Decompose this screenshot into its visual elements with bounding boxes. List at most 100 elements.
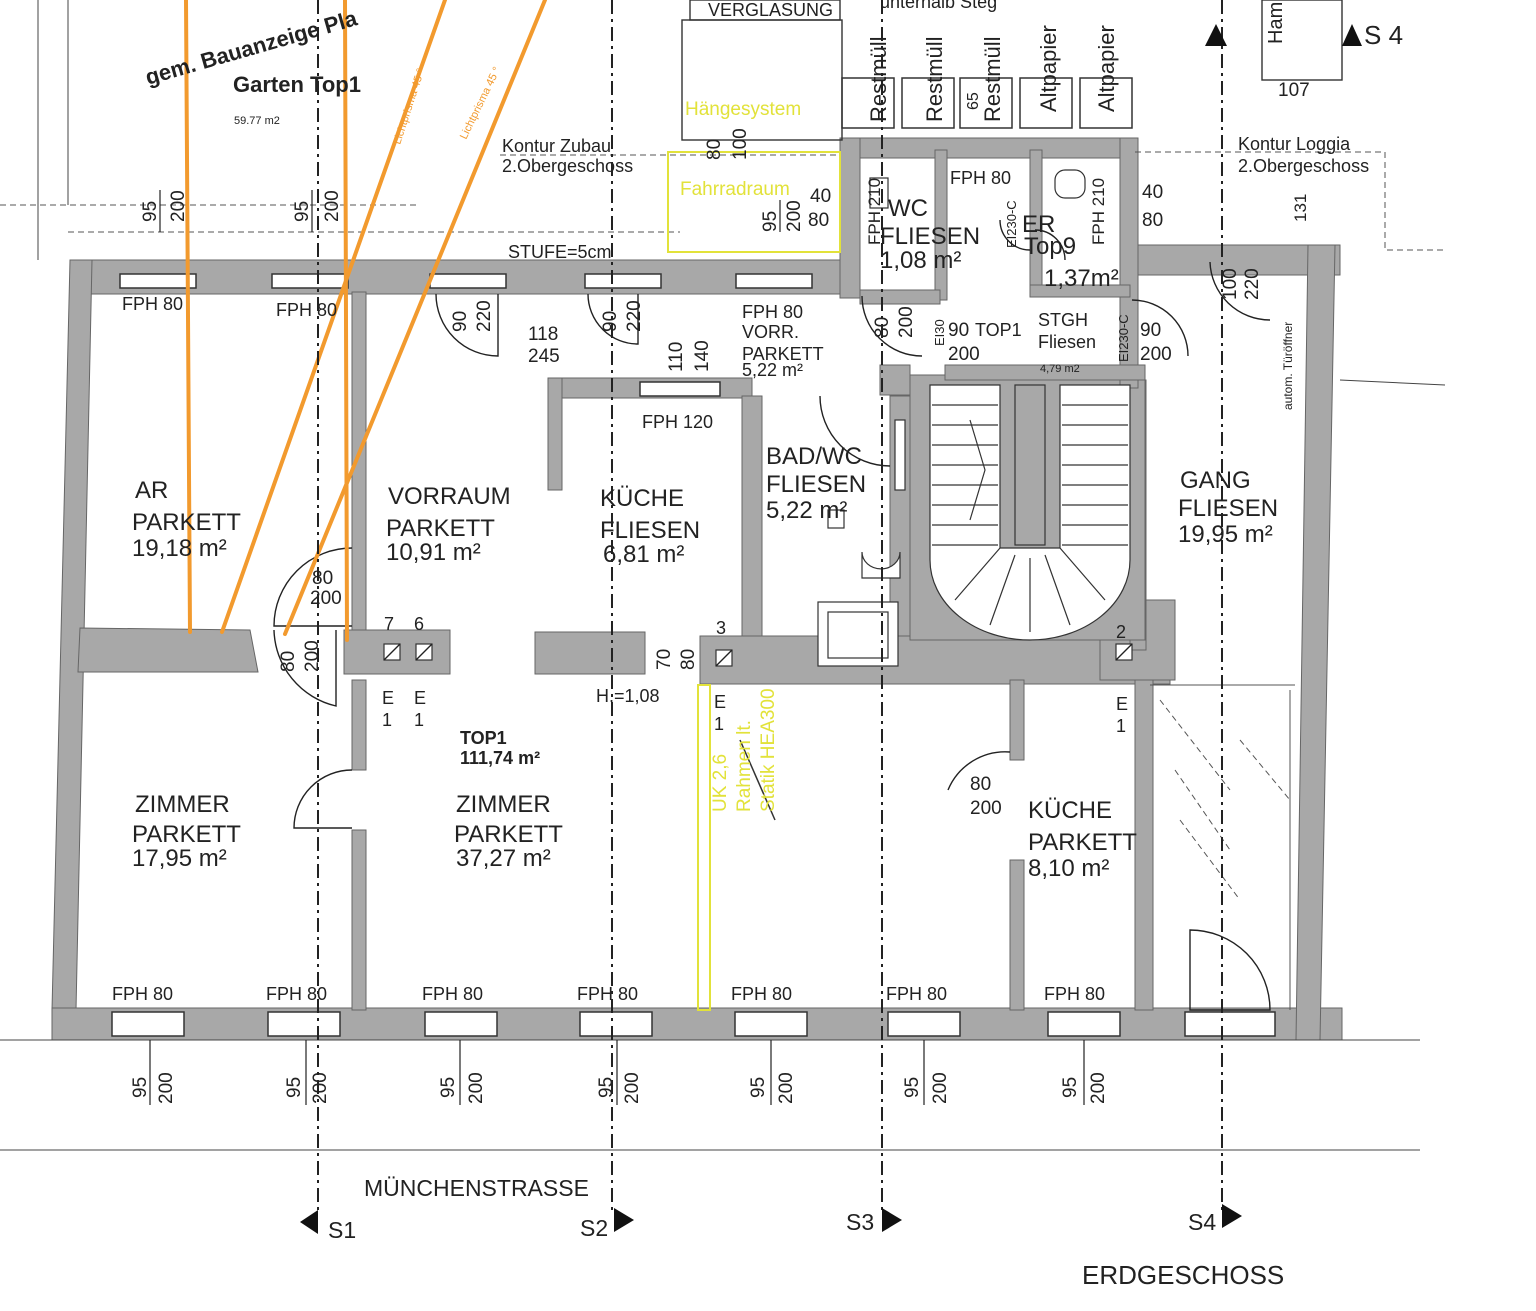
room-vorr: VORR. PARKETT 5,22 m² [742, 322, 824, 380]
dim: 90 [450, 311, 471, 332]
bottom-windows [111, 1011, 1276, 1037]
dim: 80 [704, 139, 725, 160]
room-floor: FLIESEN [880, 223, 980, 250]
room-zimmer-2: ZIMMER PARKETT 37,27 m² [454, 791, 563, 872]
room-floor: PARKETT [132, 509, 241, 536]
contour-lines [0, 151, 1445, 251]
dim: 200 [970, 798, 1002, 819]
dim: 200 [466, 1072, 487, 1104]
room-vorraum: VORRAUM PARKETT 10,91 m² [386, 483, 511, 566]
bin-label-1: Restmüll [866, 36, 891, 122]
light-prism-lines [184, 0, 547, 642]
dim: 100 [1220, 268, 1241, 300]
dim: 95 [902, 1077, 923, 1098]
room-area: 10,91 m² [386, 539, 481, 566]
fph-er: FPH 210 [1089, 178, 1108, 245]
fph-top-3: FPH 80 [742, 302, 803, 322]
room-floor: FLIESEN [1178, 495, 1278, 522]
dim: 220 [474, 300, 495, 332]
mark: E [1116, 694, 1128, 714]
section-s2: S2 [580, 1215, 608, 1241]
dim: 100 [730, 128, 751, 160]
dim: 200 [930, 1072, 951, 1104]
dim: 95 [284, 1077, 305, 1098]
room-name: ZIMMER [456, 791, 551, 818]
top-windows [119, 273, 813, 397]
dim: 80 [808, 210, 829, 231]
dim: 95 [438, 1077, 459, 1098]
dim: 118 [528, 324, 558, 345]
room-zimmer-1: ZIMMER PARKETT 17,95 m² [132, 791, 241, 872]
room-area: 5,22 m² [742, 360, 803, 380]
room-area: 17,95 m² [132, 845, 227, 872]
dim: 80 [1142, 210, 1163, 231]
room-area: 1,08 m² [880, 247, 961, 274]
dim: H.=1,08 [596, 686, 660, 706]
bike-room [667, 151, 841, 1011]
fixtures [383, 169, 1133, 667]
dim: 220 [624, 300, 645, 332]
dim: 200 [1088, 1072, 1109, 1104]
fph-bottom-3: FPH 80 [422, 984, 483, 1004]
room-gang: GANG FLIESEN 19,95 m² [1178, 467, 1278, 548]
dim: 40 [1142, 182, 1163, 203]
room-kueche-1: KÜCHE FLIESEN 6,81 m² [600, 485, 700, 568]
top1-area: 111,74 m² [460, 748, 540, 768]
dim: 95 [748, 1077, 769, 1098]
fire-rating-label: EI230-C [1116, 314, 1131, 362]
dim: 90 [948, 320, 969, 341]
room-area: 19,18 m² [132, 535, 227, 562]
glazing-label: VERGLASUNG [708, 0, 833, 20]
room-ar: AR PARKETT 19,18 m² [132, 477, 241, 562]
dim: 200 [168, 190, 189, 222]
room-kueche-2: KÜCHE PARKETT 8,10 m² [1028, 797, 1137, 882]
floor-name: ERDGESCHOSS [1082, 1260, 1284, 1290]
room-name: STGH [1038, 310, 1088, 330]
room-floor: PARKETT [454, 821, 563, 848]
fph-bottom-2: FPH 80 [266, 984, 327, 1004]
dim: 65 [965, 92, 982, 110]
dim: 200 [156, 1072, 177, 1104]
dim: 95 [292, 201, 313, 222]
section-s1: S1 [328, 1217, 356, 1243]
dim: 80 [970, 774, 991, 795]
waste-bins [841, 77, 1133, 129]
fire-rating-label: EI30 [932, 319, 947, 346]
room-name: AR [135, 477, 168, 504]
dim: 200 [896, 306, 917, 338]
light-prism-label-2: Lichtprisma 45 ° [458, 65, 503, 141]
mark: 1 [714, 714, 724, 734]
fph-top-4: FPH 80 [950, 168, 1011, 188]
dim: 80 [312, 568, 333, 589]
fph-wc: FPH 210 [865, 178, 884, 245]
section-lines [317, 0, 1223, 1215]
room-area: 4,79 m2 [1040, 363, 1080, 375]
dim: 200 [322, 190, 343, 222]
room-floor: PARKETT [742, 344, 824, 364]
room-area: 1,37m² [1044, 265, 1119, 292]
dim: 140 [692, 340, 713, 372]
section-s3: S3 [846, 1209, 874, 1235]
room-floor: Top9 [1024, 233, 1076, 260]
dim: 95 [140, 201, 161, 222]
fph-bottom-7: FPH 80 [1044, 984, 1105, 1004]
dim: 110 [666, 342, 687, 372]
mark: E [414, 688, 426, 708]
dim: 80 [872, 317, 893, 338]
bin-label-4: Altpapier [1036, 25, 1061, 112]
under-bridge-label: unterhalb Steg [880, 0, 997, 12]
room-floor: FLIESEN [600, 517, 700, 544]
dim: 131 [1291, 194, 1310, 222]
dim: 95 [130, 1077, 151, 1098]
room-floor: FLIESEN [766, 471, 866, 498]
room-name: KÜCHE [600, 485, 684, 512]
garden-label: Garten Top1 [233, 72, 361, 97]
room-area: 8,10 m² [1028, 855, 1109, 882]
dim: 70 [654, 649, 675, 670]
dim: 95 [1060, 1077, 1081, 1098]
mark: 7 [384, 614, 394, 634]
room-name: ER [1022, 211, 1055, 238]
room-area: 19,95 m² [1178, 521, 1273, 548]
room-floor: PARKETT [132, 821, 241, 848]
mark: 1 [414, 710, 424, 730]
